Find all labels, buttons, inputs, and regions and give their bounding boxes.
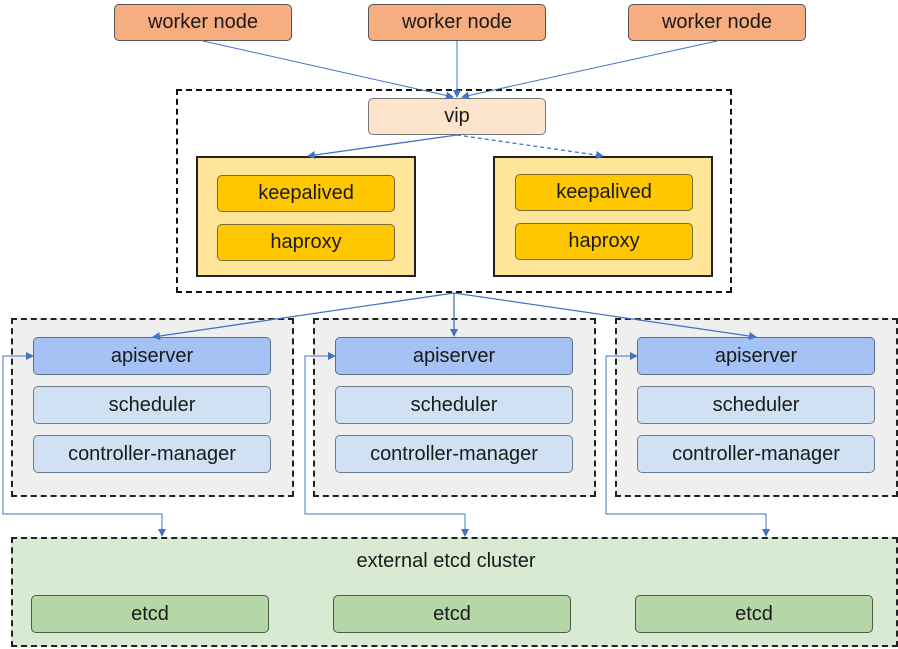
vip-box: vip [368, 98, 546, 135]
worker-node-2: worker node [368, 4, 546, 41]
keepalived-2: keepalived [515, 174, 693, 211]
scheduler-3: scheduler [637, 386, 875, 424]
scheduler-2: scheduler [335, 386, 573, 424]
etcd-node-1: etcd [31, 595, 269, 633]
etcd-cluster-title: external etcd cluster [356, 550, 536, 572]
etcd-node-3: etcd [635, 595, 873, 633]
haproxy-2: haproxy [515, 223, 693, 260]
etcd-node-2: etcd [333, 595, 571, 633]
apiserver-2: apiserver [335, 337, 573, 375]
haproxy-1: haproxy [217, 224, 395, 261]
controller-manager-1: controller-manager [33, 435, 271, 473]
worker-node-3: worker node [628, 4, 806, 41]
keepalived-1: keepalived [217, 175, 395, 212]
controller-manager-3: controller-manager [637, 435, 875, 473]
apiserver-3: apiserver [637, 337, 875, 375]
controller-manager-2: controller-manager [335, 435, 573, 473]
scheduler-1: scheduler [33, 386, 271, 424]
worker-node-1: worker node [114, 4, 292, 41]
apiserver-1: apiserver [33, 337, 271, 375]
